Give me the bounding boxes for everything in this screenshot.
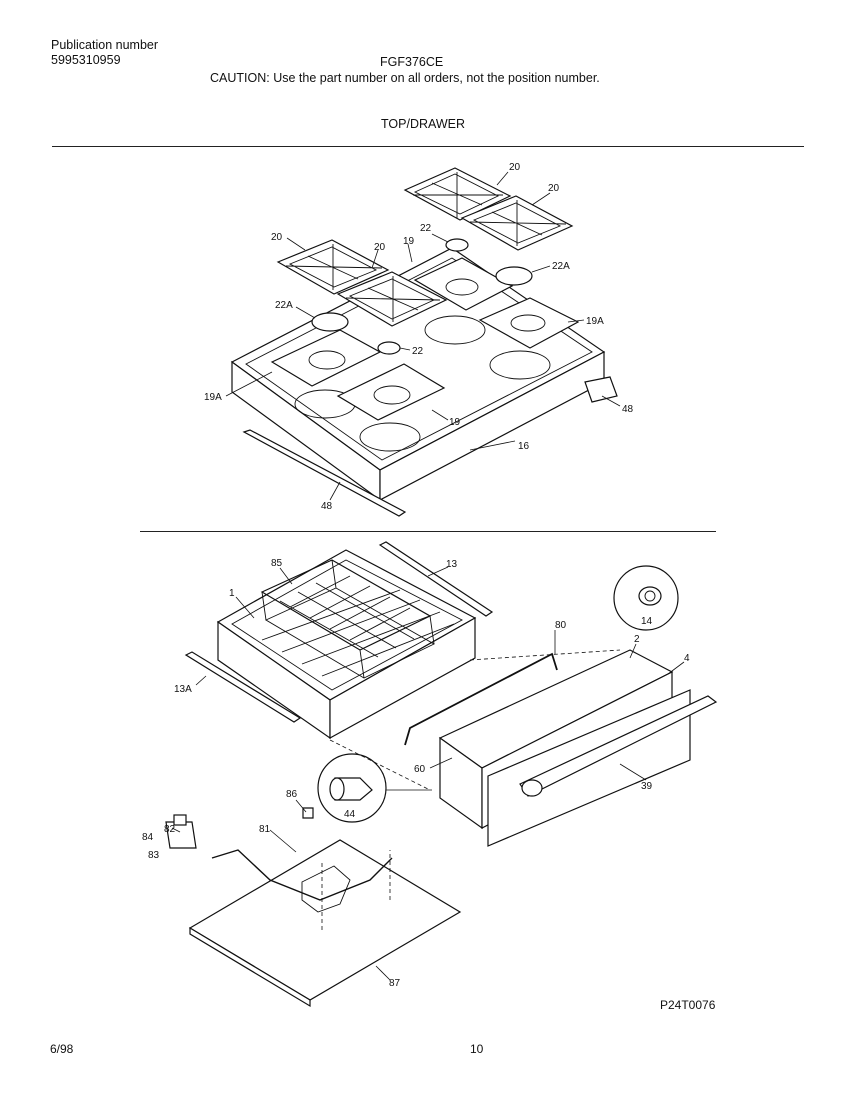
- label-22A: 22A: [552, 261, 570, 272]
- model-number: FGF376CE: [380, 55, 444, 69]
- page-number: 10: [470, 1042, 484, 1056]
- label-86: 86: [286, 789, 298, 800]
- right-trim: [584, 376, 618, 403]
- label-81: 81: [259, 824, 271, 835]
- label-19: 19: [403, 236, 415, 247]
- label-84: 84: [142, 832, 154, 843]
- cooktop-assembly: [230, 167, 618, 517]
- label-48: 48: [622, 404, 634, 415]
- label-20: 20: [271, 232, 283, 243]
- label-39: 39: [641, 781, 653, 792]
- grate: [276, 239, 390, 295]
- label-80: 80: [555, 620, 567, 631]
- drawer-slide-left: [184, 651, 302, 723]
- label-22: 22: [412, 346, 424, 357]
- top-callouts: 20 20 20 20 22 22 22A 22A 19 19 19A 19A …: [204, 162, 634, 512]
- label-20: 20: [374, 242, 386, 253]
- caution-note: CAUTION: Use the part number on all orde…: [210, 71, 600, 85]
- publication-label: Publication number: [51, 38, 159, 52]
- grate: [336, 271, 448, 327]
- drawer-slide-right: [378, 541, 494, 617]
- burner-bowl: [336, 363, 446, 421]
- label-22: 22: [420, 223, 432, 234]
- label-1: 1: [229, 588, 235, 599]
- burner-bowl: [478, 297, 580, 349]
- front-trim: [242, 429, 407, 517]
- label-20: 20: [548, 183, 560, 194]
- label-44: 44: [344, 809, 356, 820]
- grate: [403, 167, 512, 221]
- burner-cap: [311, 312, 349, 332]
- section-divider: [140, 531, 716, 532]
- label-82: 82: [164, 824, 176, 835]
- label-13A: 13A: [174, 684, 192, 695]
- label-60: 60: [414, 764, 426, 775]
- header-divider: [52, 146, 804, 147]
- label-4: 4: [684, 653, 690, 664]
- label-19A: 19A: [204, 392, 222, 403]
- burner-bowl: [413, 257, 514, 311]
- label-19A: 19A: [586, 316, 604, 327]
- burner-cap: [445, 238, 469, 252]
- label-16: 16: [518, 441, 530, 452]
- label-2: 2: [634, 634, 640, 645]
- burner-cap: [495, 266, 533, 286]
- label-48: 48: [321, 501, 333, 512]
- section-title: TOP/DRAWER: [381, 117, 466, 131]
- label-85: 85: [271, 558, 283, 569]
- revision-date: 6/98: [50, 1042, 74, 1056]
- label-14: 14: [641, 616, 653, 627]
- label-83: 83: [148, 850, 160, 861]
- label-22A: 22A: [275, 300, 293, 311]
- burner-cap: [377, 341, 401, 355]
- label-87: 87: [389, 978, 401, 989]
- drawing-number: P24T0076: [660, 998, 716, 1012]
- label-20: 20: [509, 162, 521, 173]
- label-19: 19: [449, 417, 461, 428]
- publication-number: 5995310959: [51, 53, 121, 67]
- grate: [460, 195, 574, 251]
- label-13: 13: [446, 559, 458, 570]
- drawer-callouts: 85 1 13 13A 80 60 14 2 4 39 44 86 81 82 …: [142, 558, 690, 989]
